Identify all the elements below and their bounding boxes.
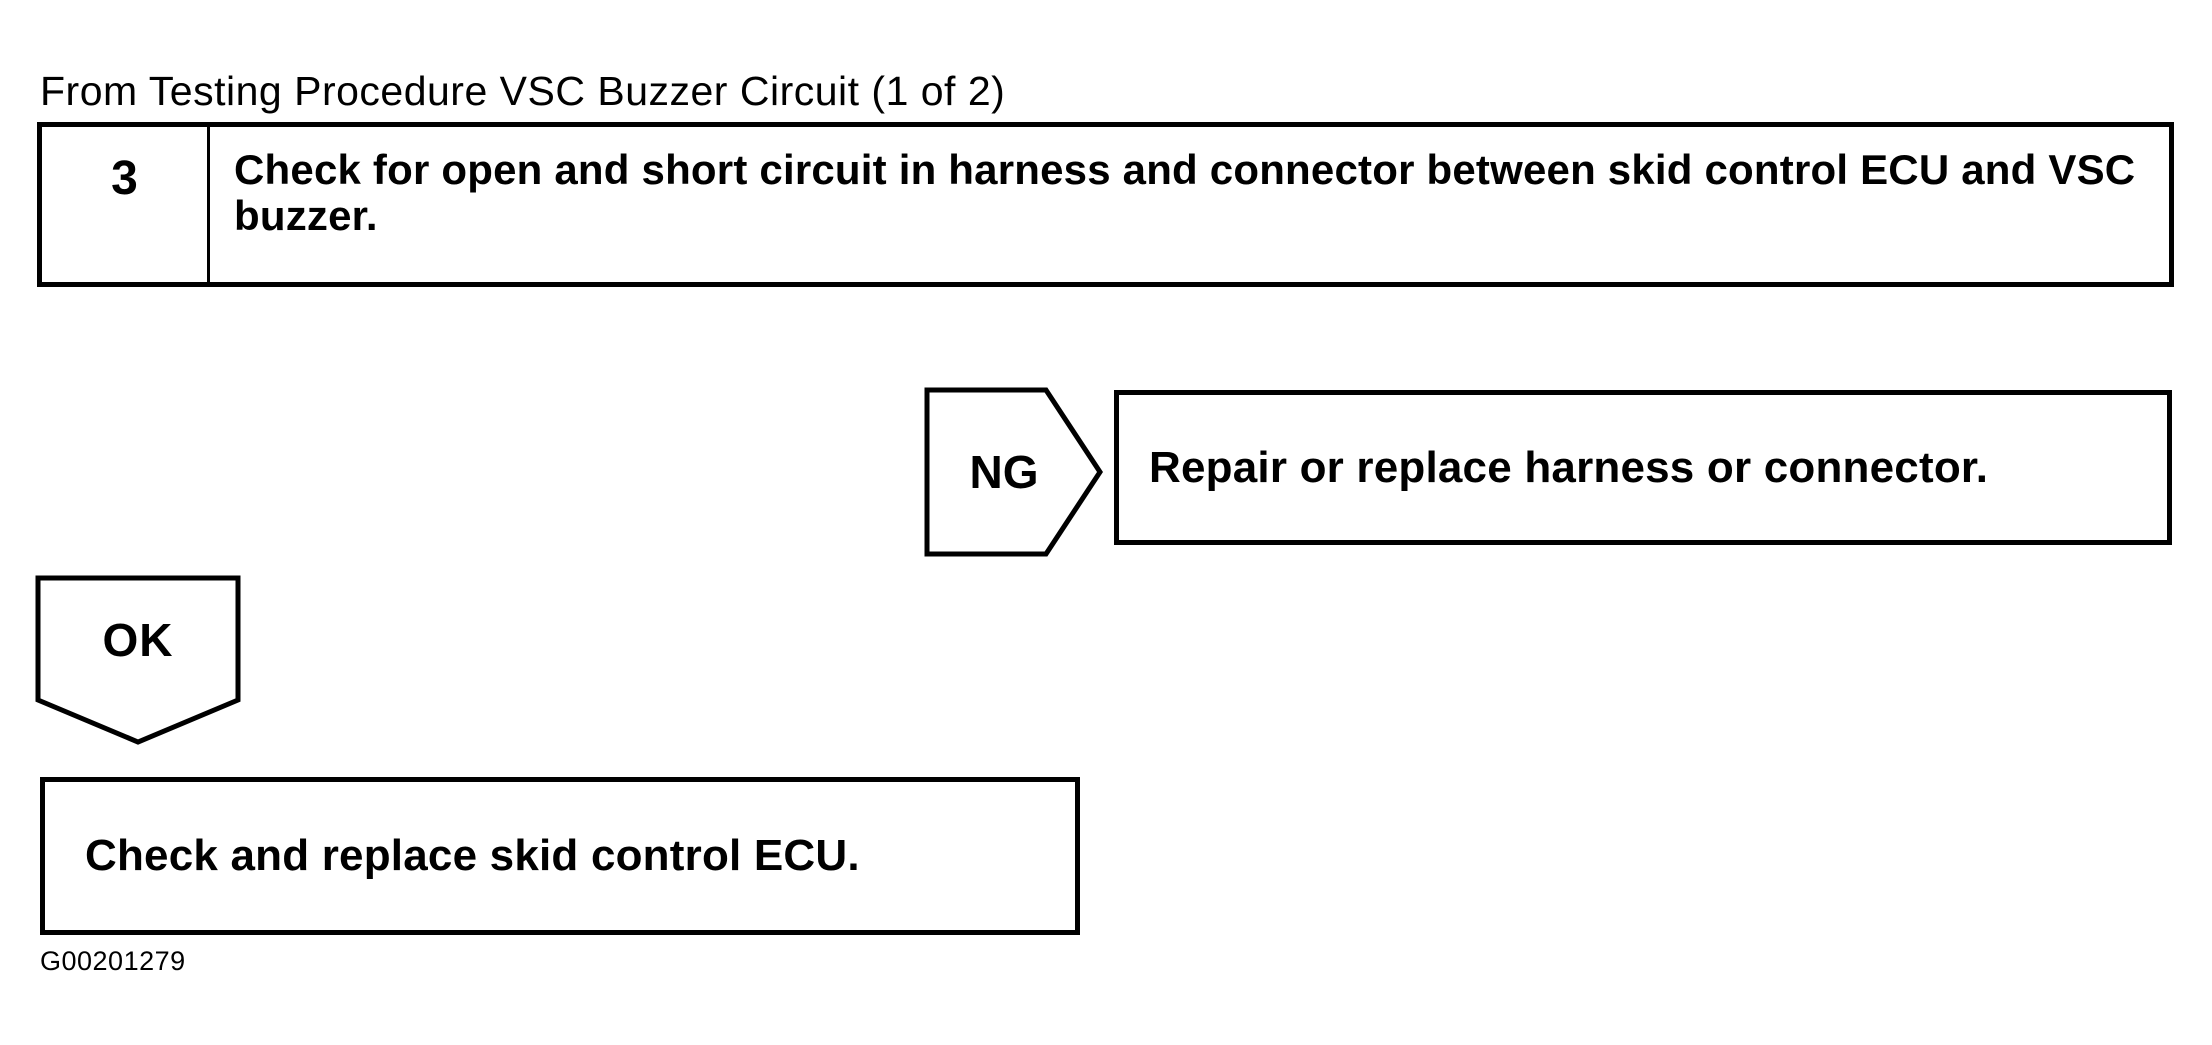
result-text: Check and replace skid control ECU. — [85, 831, 860, 880]
source-note: From Testing Procedure VSC Buzzer Circui… — [40, 68, 1006, 114]
step-box: 3 Check for open and short circuit in ha… — [37, 122, 2174, 287]
step-instruction-cell: Check for open and short circuit in harn… — [210, 127, 2169, 282]
ng-action-text: Repair or replace harness or connector. — [1149, 442, 1989, 492]
ok-label: OK — [102, 614, 174, 666]
ng-connector: NG — [924, 387, 1104, 557]
step-instruction: Check for open and short circuit in harn… — [234, 146, 2136, 239]
result-box: Check and replace skid control ECU. — [40, 777, 1080, 935]
figure-id: G00201279 — [40, 946, 186, 976]
ng-action-box: Repair or replace harness or connector. — [1114, 390, 2172, 545]
step-number: 3 — [111, 152, 138, 205]
ng-pentagon-icon — [924, 387, 1103, 557]
step-number-cell: 3 — [42, 127, 210, 282]
ng-label: NG — [969, 446, 1039, 498]
ok-pentagon-icon — [35, 575, 241, 745]
ok-connector: OK — [35, 575, 241, 745]
